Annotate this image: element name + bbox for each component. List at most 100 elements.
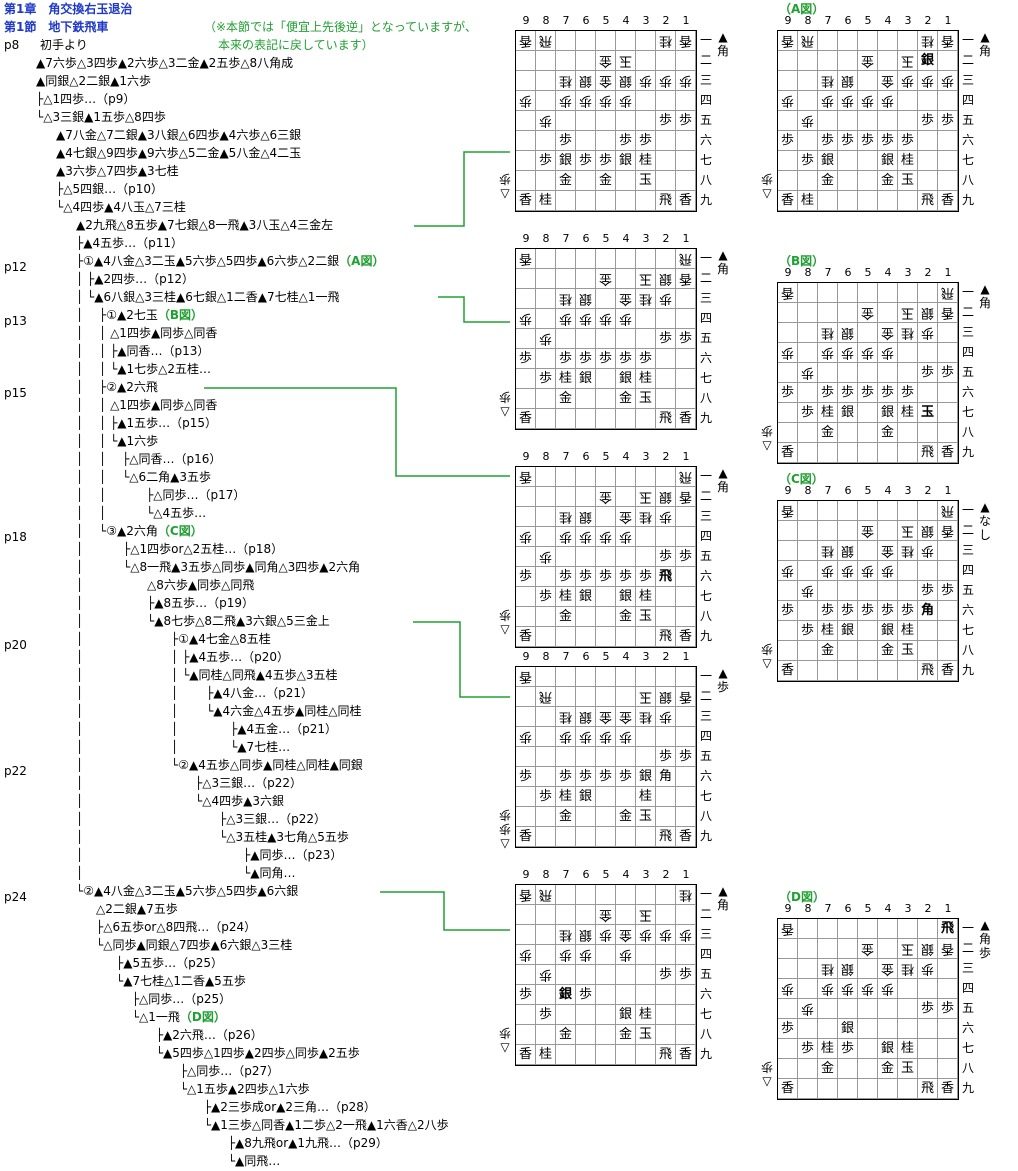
piece: 歩 [658,927,672,942]
piece: 香 [780,921,794,936]
board-square: 歩 [516,567,536,587]
board-square [576,807,596,827]
figure-label: （A図） [779,2,825,16]
board-square: 桂 [636,587,656,607]
board-square [656,587,676,607]
board-square [818,363,838,383]
sente-hand: ▲角 [978,30,991,58]
piece: 銀 [618,589,632,604]
board-square [516,71,536,91]
board-square [878,31,898,51]
board-square [918,979,938,999]
board-square [818,521,838,541]
board-square [798,501,818,521]
board-square: 歩 [838,601,858,621]
piece: 玉 [638,689,652,704]
column-label: 7 [562,232,570,245]
board-square [636,31,656,51]
piece: 香 [518,669,532,684]
column-label: 2 [662,14,670,27]
board-square [938,1059,958,1079]
board-square: 桂 [556,587,576,607]
board-square: 銀 [556,151,576,171]
piece: 飛 [940,921,954,936]
column-label: 9 [522,232,530,245]
piece: 歩 [780,1021,794,1036]
board-square: 歩 [838,383,858,403]
board-square [898,443,918,463]
gote-hand: 歩歩▽ [499,808,512,850]
board-square: 飛 [676,467,696,487]
column-label: 1 [944,266,952,279]
board-square [616,467,636,487]
arrow-to-board-3 [204,387,510,477]
board-square [576,747,596,767]
board-square: 飛 [918,1079,938,1099]
piece: 香 [678,829,692,844]
board-square [818,111,838,131]
piece: 香 [678,689,692,704]
row-labels: 一二三四五六七八九 [699,466,713,646]
shogi-board: 香飛玉銀香桂銀金金桂歩歩歩歩歩歩歩歩歩歩歩歩歩銀角歩桂銀桂金金玉香飛香 [515,666,697,848]
row-label: 七 [961,623,974,637]
piece: 歩 [800,405,814,420]
board-square: 玉 [636,269,656,289]
piece: 歩 [860,603,874,618]
board-square [676,527,696,547]
row-label: 二 [961,53,974,67]
piece: 金 [618,809,632,824]
board-square: 銀 [616,71,636,91]
piece: 歩 [658,291,672,306]
board-square: 銀 [576,925,596,945]
board-square: 歩 [656,329,676,349]
board-square: 銀 [838,403,858,423]
board-square [898,283,918,303]
piece: 銀 [578,789,592,804]
board-square: 歩 [516,985,536,1005]
board-square [636,885,656,905]
board-square [536,131,556,151]
piece: 歩 [678,73,692,88]
row-label: 五 [961,113,974,127]
column-label: 8 [542,14,550,27]
board-square: 桂 [556,925,576,945]
column-label: 4 [884,484,892,497]
piece: 歩 [578,987,592,1002]
piece: 金 [860,523,874,538]
board-square: 香 [778,1079,798,1099]
row-label: 七 [699,1007,712,1021]
piece: 歩 [618,529,632,544]
board-square [818,919,838,939]
piece: 桂 [920,33,934,48]
piece: 銀 [658,489,672,504]
board-square [556,547,576,567]
column-label: 6 [582,232,590,245]
board-square [676,389,696,409]
piece: 香 [780,1081,794,1096]
move-line: │ │ └▲7七桂… [76,740,291,754]
board-square: 歩 [858,343,878,363]
piece: 歩 [538,789,552,804]
board-square [878,363,898,383]
board-square [938,601,958,621]
piece: 歩 [840,93,854,108]
board-square [656,985,676,1005]
column-label: 3 [904,266,912,279]
piece: 金 [558,809,572,824]
board-square [798,521,818,541]
row-label: 一 [699,469,712,483]
board-square: 香 [676,191,696,211]
piece: 歩 [578,153,592,168]
board-square: 玉 [898,171,918,191]
board-square: 歩 [878,383,898,403]
board-square [596,31,616,51]
piece: 桂 [558,371,572,386]
board-square [798,939,818,959]
piece: 歩 [658,331,672,346]
column-label: 3 [642,232,650,245]
row-label: 五 [961,365,974,379]
board-square [838,661,858,681]
board-square: 歩 [536,587,556,607]
